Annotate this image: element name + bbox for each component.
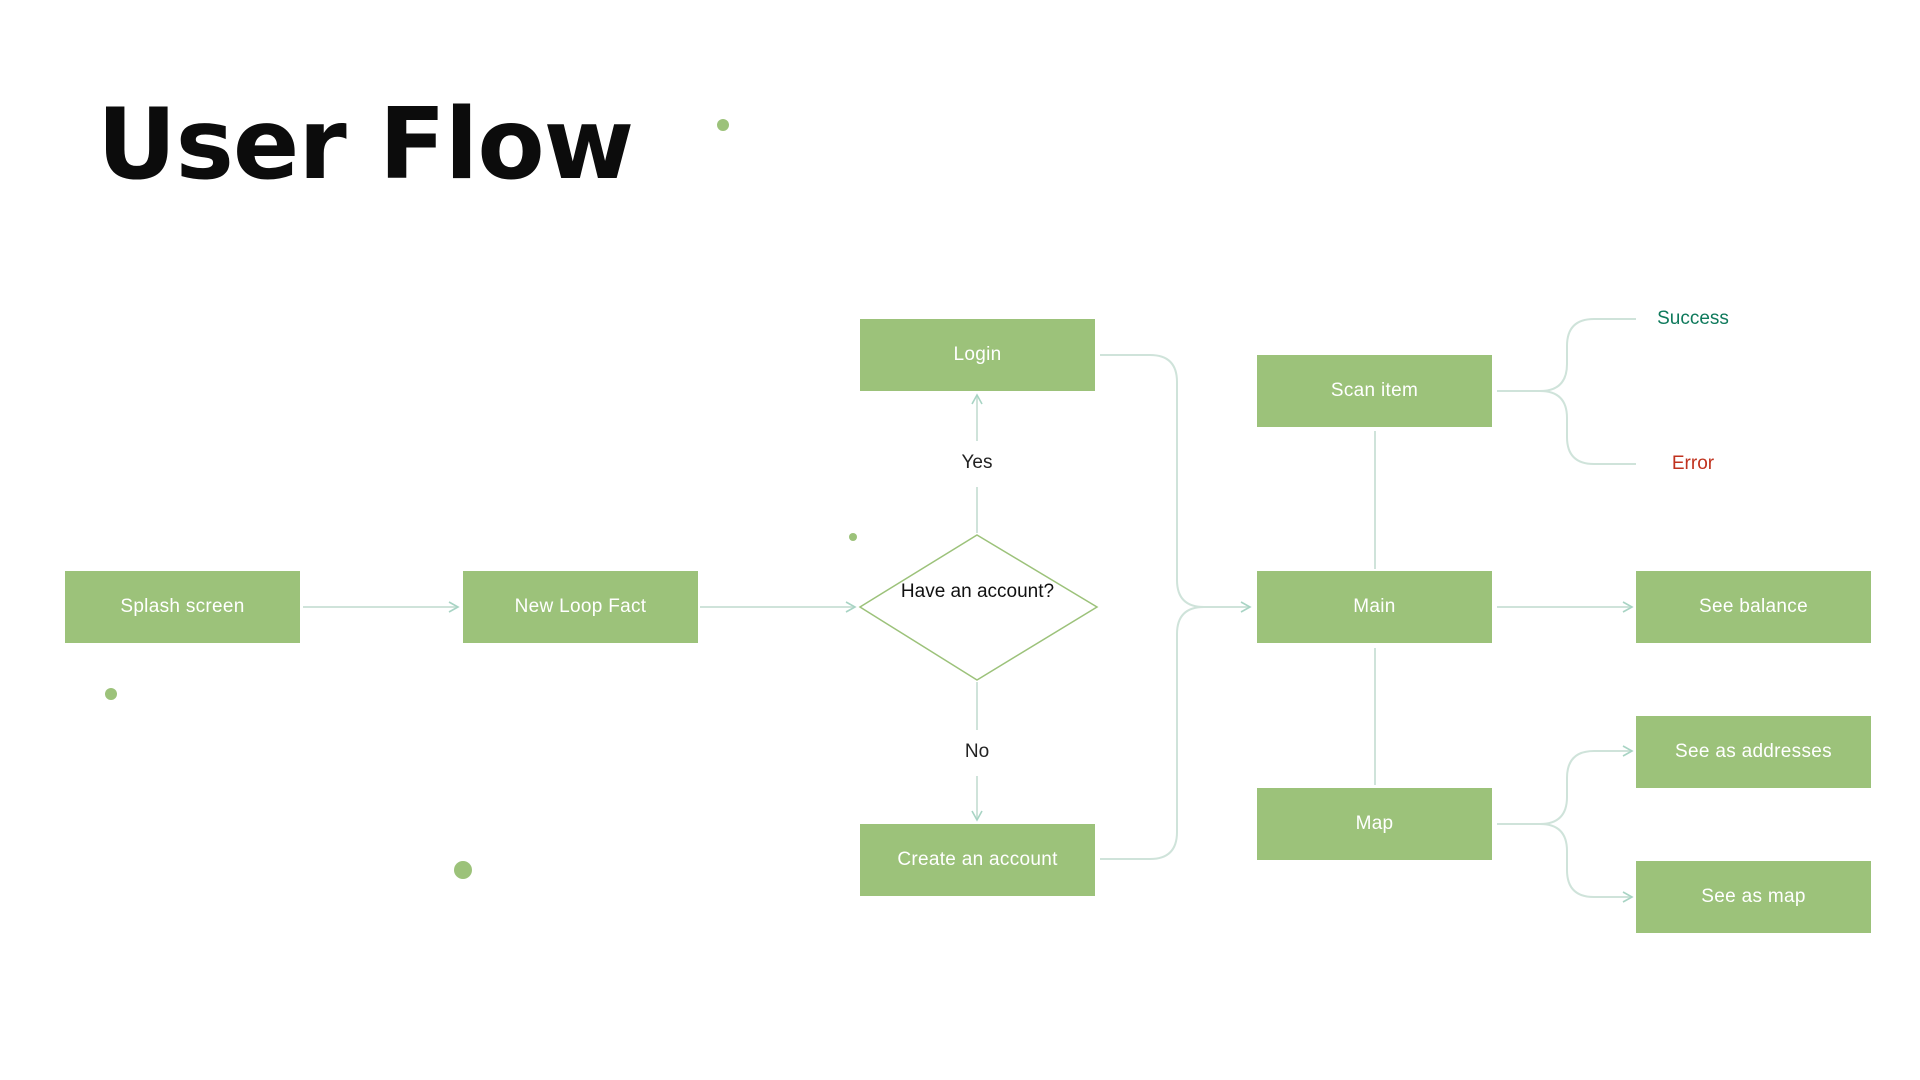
edge-map-to-seemap	[1539, 823, 1634, 903]
edge-map-to-addresses	[1497, 745, 1634, 825]
outcome-error: Error	[1671, 453, 1715, 474]
outcome-success: Success	[1657, 308, 1729, 329]
edge-label-no: No	[964, 741, 990, 762]
decision-diamond	[858, 534, 1099, 681]
node-create-account[interactable]: Create an account	[860, 824, 1095, 896]
decorative-dot	[717, 119, 729, 131]
edge-scan-to-error	[1539, 390, 1636, 465]
edge-login-to-main	[1100, 354, 1252, 613]
decision-label: Have an account?	[900, 581, 1055, 602]
decorative-dot	[849, 533, 857, 541]
edge-scan-to-success	[1497, 318, 1636, 392]
node-map[interactable]: Map	[1257, 788, 1492, 860]
node-splash-screen[interactable]: Splash screen	[65, 571, 300, 643]
decorative-dot	[105, 688, 117, 700]
node-scan-item[interactable]: Scan item	[1257, 355, 1492, 427]
node-login[interactable]: Login	[860, 319, 1095, 391]
node-see-map[interactable]: See as map	[1636, 861, 1871, 933]
edge-label-yes: Yes	[961, 452, 993, 473]
node-new-loop-fact[interactable]: New Loop Fact	[463, 571, 698, 643]
page-title: User Flow	[97, 88, 634, 202]
node-see-addresses[interactable]: See as addresses	[1636, 716, 1871, 788]
node-main[interactable]: Main	[1257, 571, 1492, 643]
node-see-balance[interactable]: See balance	[1636, 571, 1871, 643]
edge-create-to-main	[1100, 606, 1205, 860]
decorative-dot	[454, 861, 472, 879]
